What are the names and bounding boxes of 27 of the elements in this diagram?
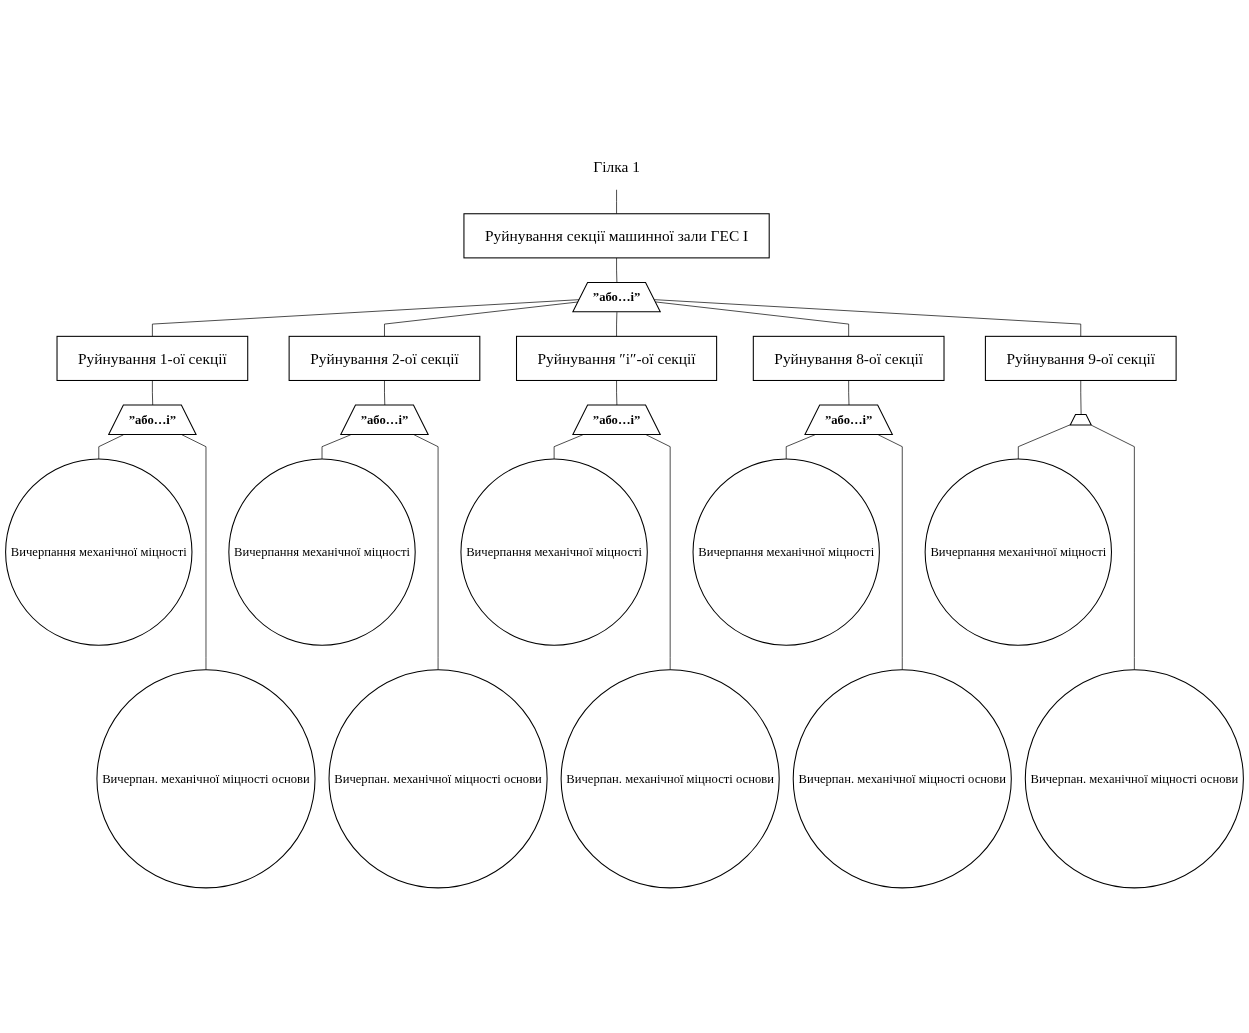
node-box: Руйнування 1-ої секції	[56, 335, 249, 381]
connector	[1017, 424, 1072, 460]
node-box: Руйнування 2-ої секції	[288, 335, 481, 381]
connector	[1091, 424, 1135, 671]
node-box: Руйнування 9-ої секції	[984, 335, 1177, 381]
node-circle: Вичерпан. механічної міцності основи	[328, 669, 548, 889]
node-box	[1069, 413, 1093, 426]
node-circle: Вичерпання механічної міцності	[692, 458, 880, 646]
node-box: Руйнування 8-ої секції	[752, 335, 945, 381]
connector	[384, 301, 579, 337]
node-text: Гілка 1	[593, 158, 640, 176]
node-circle: Вичерпання механічної міцності	[460, 458, 648, 646]
connector	[1080, 380, 1082, 416]
node-circle: Вичерпан. механічної міцності основи	[1024, 669, 1244, 889]
node-box: Руйнування ″і″-ої секції	[516, 335, 718, 381]
node-circle: Вичерпан. механічної міцності основи	[96, 669, 316, 889]
connector	[616, 188, 617, 215]
node-circle: Вичерпан. механічної міцності основи	[792, 669, 1012, 889]
connector	[152, 299, 580, 337]
node-box: Руйнування секції машинної зали ГЕС І	[463, 213, 770, 259]
node-circle: Вичерпання механічної міцності	[228, 458, 416, 646]
node-circle: Вичерпання механічної міцності	[924, 458, 1112, 646]
node-circle: Вичерпання механічної міцності	[5, 458, 193, 646]
node-circle: Вичерпан. механічної міцності основи	[560, 669, 780, 889]
connector	[654, 299, 1082, 337]
connector	[655, 301, 849, 337]
connector	[616, 311, 618, 337]
